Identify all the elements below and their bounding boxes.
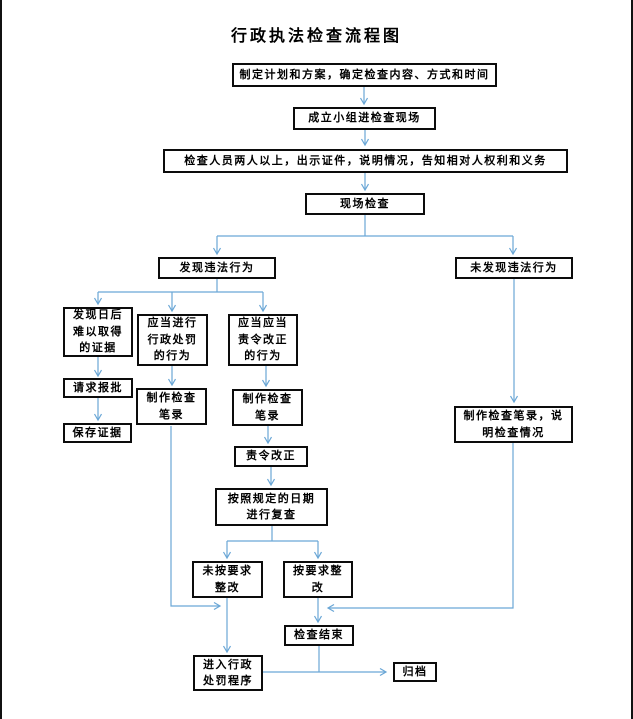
node-archive: 归档 [393, 662, 437, 682]
arrow-record1-penaltyline [170, 426, 220, 606]
node-evidence: 发现日后 难以取得 的证据 [63, 307, 133, 357]
node-not-found: 未发现违法行为 [455, 257, 573, 279]
node-record2: 制作检查 笔录 [232, 389, 303, 426]
node-save-evidence: 保存证据 [63, 423, 132, 443]
node-penalty: 进入行政 处罚程序 [193, 655, 263, 691]
node-team: 成立小组进检查现场 [293, 107, 436, 130]
node-corrected: 按要求整 改 [283, 561, 353, 598]
node-onsite: 现场检查 [305, 193, 425, 215]
connector-onsite-split [217, 215, 513, 237]
node-correct-act: 应当应当 责令改正 的行为 [228, 314, 298, 366]
page-right-border [631, 0, 633, 719]
connector-found-split [98, 279, 263, 293]
node-order-correct: 责令改正 [234, 446, 308, 467]
node-record1: 制作检查 笔录 [136, 388, 207, 425]
node-record-explain: 制作检查笔录，说 明检查情况 [454, 406, 573, 443]
node-recheck: 按照规定的日期 进行复查 [215, 488, 328, 526]
node-approval: 请求报批 [63, 378, 133, 398]
page-title: 行政执法检查流程图 [230, 28, 402, 45]
node-plan: 制定计划和方案，确定检查内容、方式和时间 [232, 63, 497, 87]
node-notify: 检查人员两人以上，出示证件，说明情况，告知相对人权利和义务 [163, 149, 568, 173]
arrow-recordexplain-endline [328, 443, 514, 608]
node-not-corrected: 未按要求 整改 [192, 561, 263, 598]
page-left-border [0, 0, 2, 719]
node-end: 检查结束 [284, 625, 354, 646]
node-punish-act: 应当进行 行政处罚 的行为 [137, 314, 208, 366]
connector-recheck-split [227, 526, 318, 542]
node-found: 发现违法行为 [158, 257, 276, 279]
